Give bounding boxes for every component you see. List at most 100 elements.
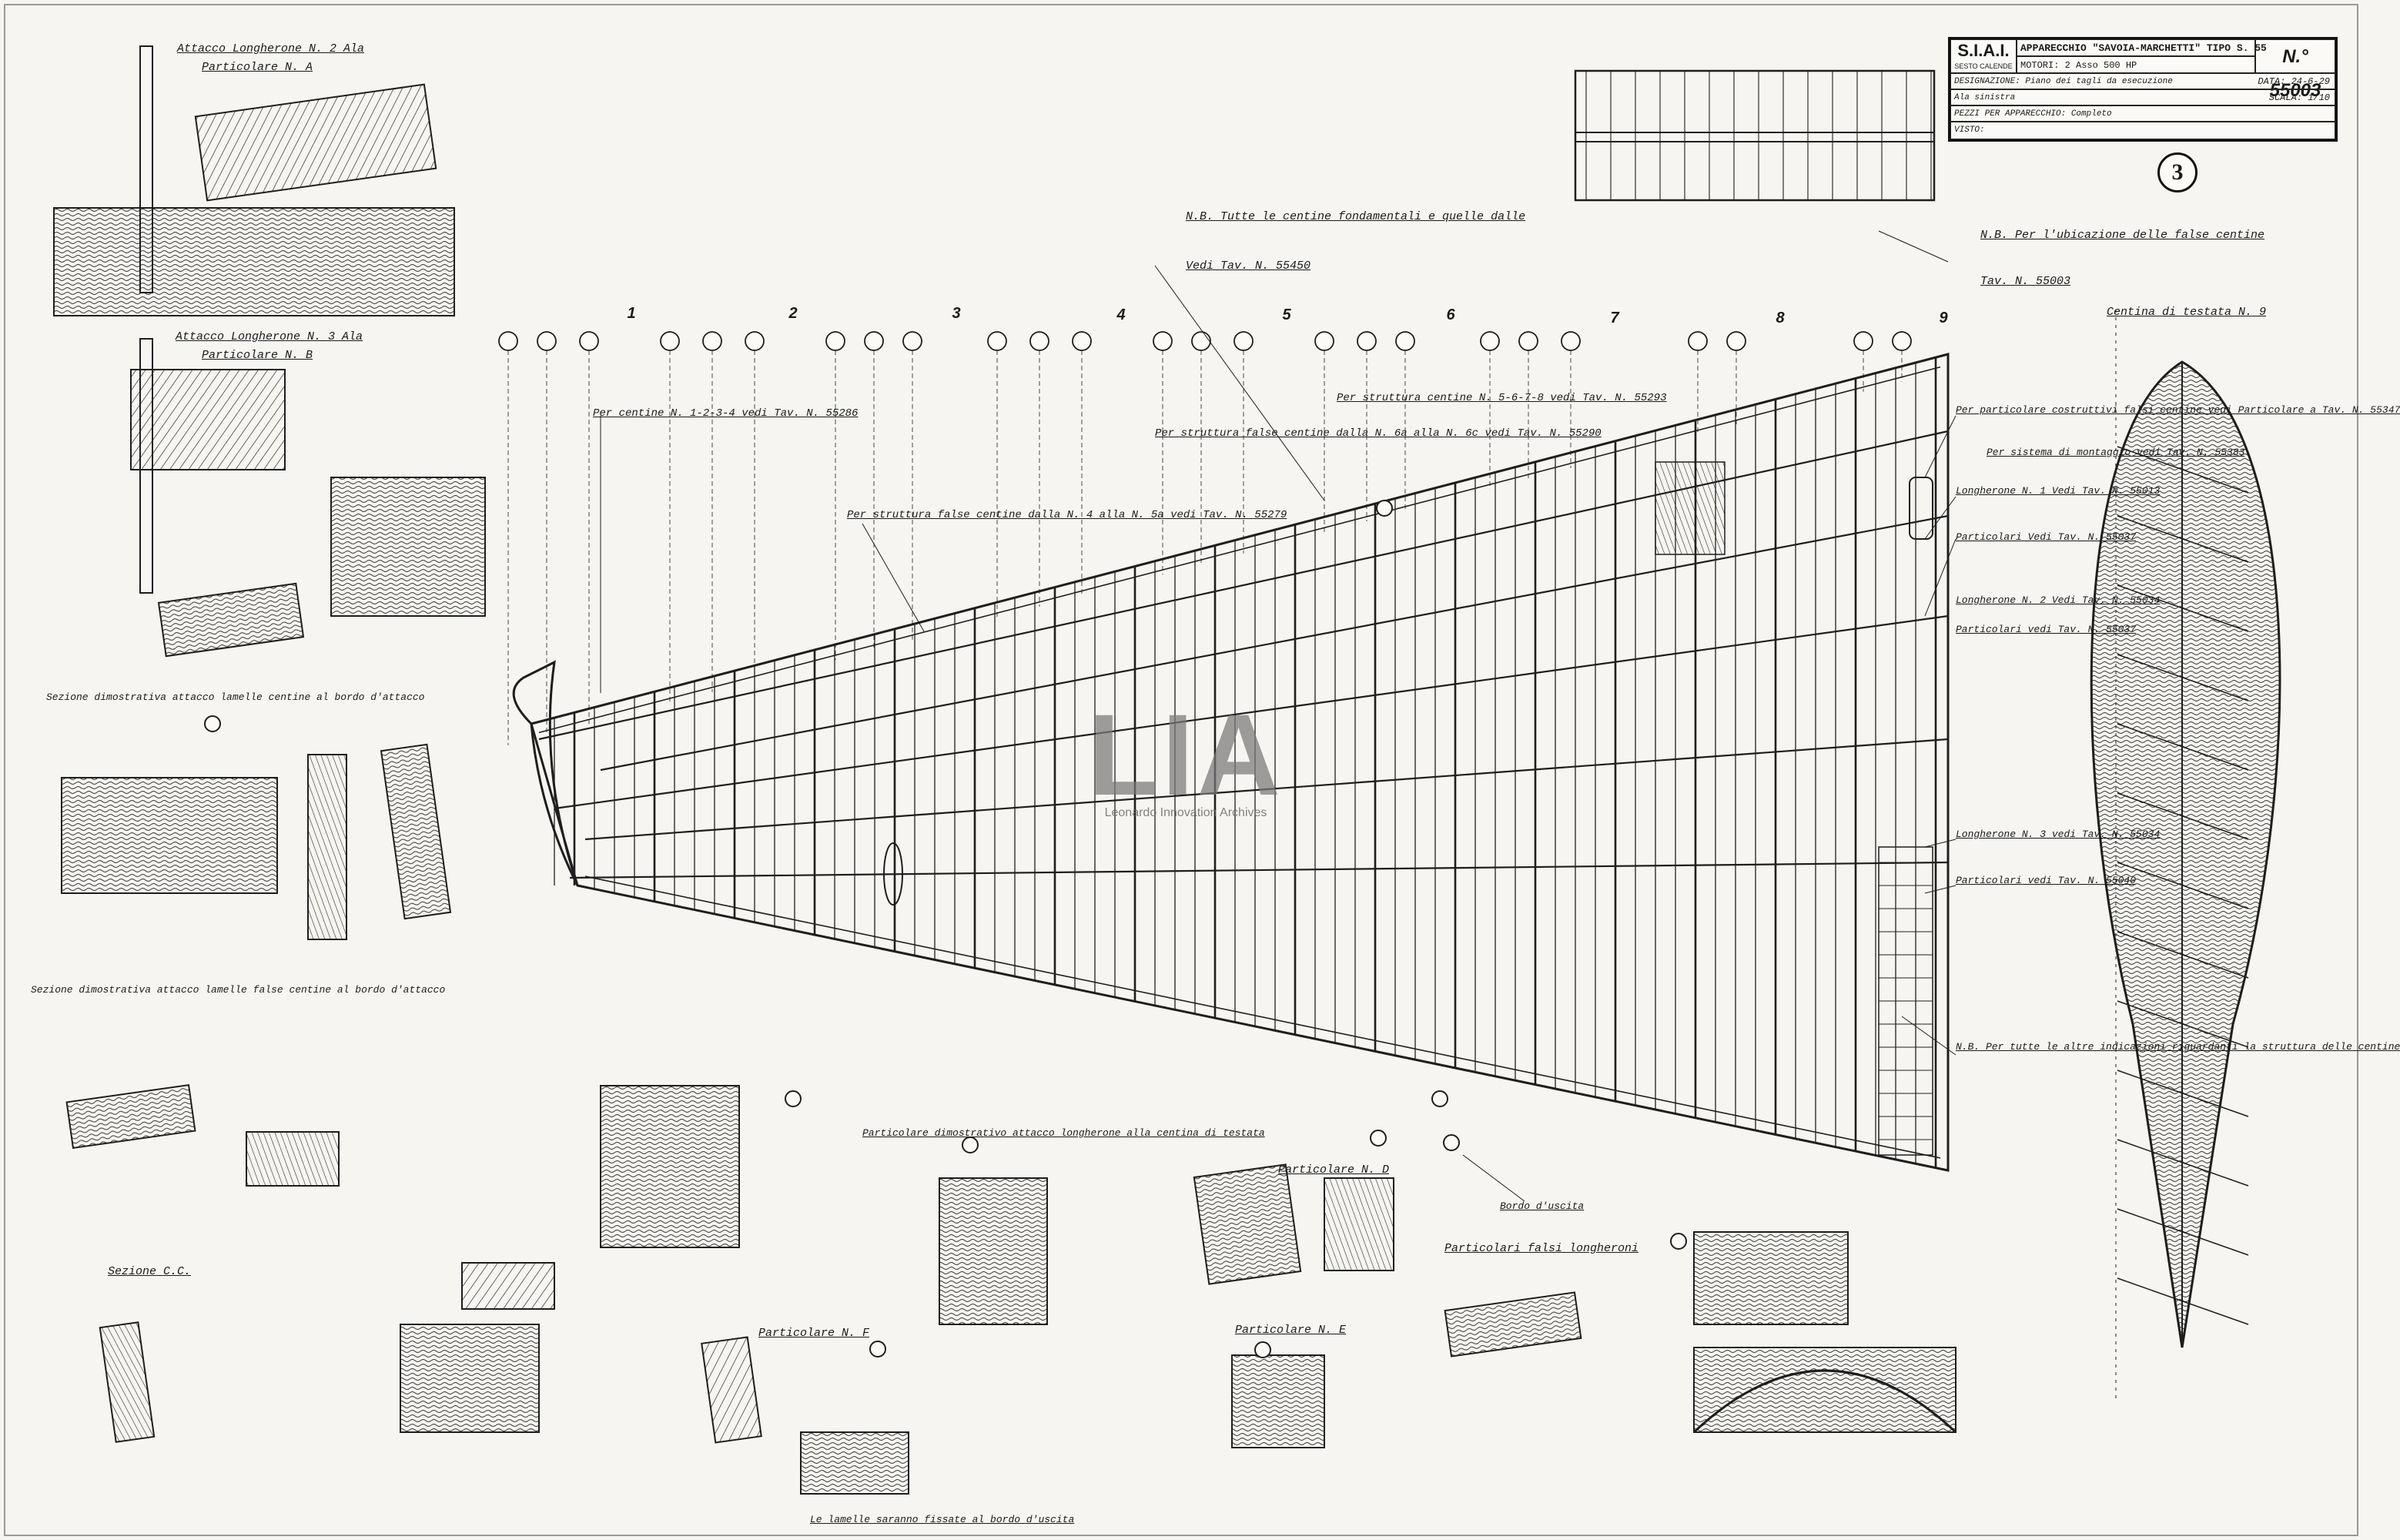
station-bubble xyxy=(702,331,722,351)
station-bubble xyxy=(1726,331,1746,351)
note-centine-3: Per struttura false centine dalla N. 6a … xyxy=(1155,427,1602,440)
leader-line xyxy=(1901,1016,1956,1056)
detail-block xyxy=(461,1262,555,1310)
aircraft-type: APPARECCHIO "SAVOIA-MARCHETTI" TIPO S. 5… xyxy=(2017,39,2267,56)
reference-callout xyxy=(1254,1341,1271,1358)
detail-block xyxy=(800,1431,909,1495)
leading-edge-strip xyxy=(538,366,1941,734)
wing-root-nose xyxy=(512,660,579,886)
station-bubble xyxy=(1518,331,1538,351)
station-bubble xyxy=(1191,331,1211,351)
spar-line xyxy=(554,614,1949,810)
profile-web xyxy=(2117,1000,2249,1048)
spar-post xyxy=(139,45,153,293)
detail-block xyxy=(701,1336,762,1444)
station-bubble xyxy=(1233,331,1254,351)
detail-block xyxy=(1231,1354,1325,1448)
note-right-4: Longherone N. 2 Vedi Tav. N. 55034 xyxy=(1956,594,2161,606)
detail-block xyxy=(194,83,437,202)
company-cell: S.I.A.I. SESTO CALENDE xyxy=(1950,39,2017,73)
note-right-3: Particolari Vedi Tav. N. 55037 xyxy=(1956,531,2137,543)
profile-web xyxy=(2117,792,2249,840)
station-bubble xyxy=(1892,331,1912,351)
sheet-number-badge: 3 xyxy=(2157,152,2197,192)
note-right-5: Particolari vedi Tav. N. 55037 xyxy=(1956,624,2137,635)
drawing-number: N.° 55003 xyxy=(2255,39,2335,101)
wing-outline xyxy=(530,353,1950,1172)
reference-callout xyxy=(785,1090,802,1107)
drawing-scale: SCALA: 1/10 xyxy=(2268,92,2330,103)
note-particolare-f: Particolare N. F xyxy=(758,1327,870,1340)
detail-block xyxy=(1444,1291,1582,1358)
designation-row: DESIGNAZIONE: Piano dei tagli da esecuzi… xyxy=(1950,73,2335,89)
leader-line xyxy=(1462,1154,1525,1202)
station-label-6: 6 xyxy=(1446,306,1455,323)
note-top-center-ref: Vedi Tav. N. 55450 xyxy=(1186,259,1311,273)
detail-block xyxy=(53,207,455,316)
tip-hatch xyxy=(1909,477,1933,540)
station-label-9: 9 xyxy=(1939,310,1948,326)
profile-web xyxy=(2117,931,2249,979)
pieces-row: PEZZI PER APPARECCHIO: Completo xyxy=(1950,105,2335,122)
detail-block xyxy=(939,1177,1048,1325)
detail-block xyxy=(1324,1177,1394,1271)
note-particolare-dim: Particolare dimostrativo attacco longher… xyxy=(862,1127,1265,1139)
spar-post xyxy=(139,338,153,594)
station-bubble xyxy=(987,331,1007,351)
leader-line xyxy=(862,523,925,632)
profile-web xyxy=(2117,1277,2249,1325)
reference-callout xyxy=(1370,1130,1387,1147)
note-centina-testata: Centina di testata N. 9 xyxy=(2107,306,2267,319)
detail-block xyxy=(1693,1231,1849,1325)
station-bubble xyxy=(1357,331,1377,351)
station-label-3: 3 xyxy=(952,305,961,322)
station-bubble xyxy=(498,331,518,351)
profile-web xyxy=(2117,1139,2249,1187)
detail-sketches xyxy=(53,45,1957,1495)
leader-line xyxy=(1924,415,1956,478)
designation-text: DESIGNAZIONE: Piano dei tagli da esecuzi… xyxy=(1954,77,2173,86)
trailing-edge-strip xyxy=(584,875,1941,1159)
hatched-panel xyxy=(1655,461,1726,555)
reference-callout xyxy=(1670,1233,1687,1250)
profile-web xyxy=(2117,654,2249,701)
note-right-8: N.B. Per tutte le altre indicazioni rigu… xyxy=(1956,1041,2400,1053)
leader-line xyxy=(1924,496,1956,540)
note-right-1: Per sistema di montaggio vedi Tav. N. 55… xyxy=(1987,447,2245,458)
profile-web xyxy=(2117,446,2249,494)
spar-line xyxy=(569,861,1949,879)
approval-row: VISTO: xyxy=(1950,122,2335,139)
profile-web xyxy=(2117,1070,2249,1117)
reference-callout xyxy=(1431,1090,1448,1107)
company-name: S.I.A.I. xyxy=(1957,41,2010,60)
station-bubble xyxy=(825,331,845,351)
detail-block xyxy=(130,369,286,470)
mini-outline xyxy=(1574,69,1936,202)
detail-block xyxy=(380,743,452,920)
leader-line xyxy=(1924,885,1956,894)
station-bubble xyxy=(1395,331,1415,351)
reference-callout xyxy=(1443,1134,1460,1151)
note-bordo-uscita: Bordo d'uscita xyxy=(1500,1200,1585,1212)
detail-block xyxy=(65,1084,196,1149)
note-top-right: N.B. Per l'ubicazione delle false centin… xyxy=(1980,229,2265,242)
detail-block xyxy=(61,777,278,894)
station-bubble xyxy=(1480,331,1500,351)
profile-web xyxy=(2117,1208,2249,1256)
watermark-logo: LIA xyxy=(1088,690,1284,819)
reference-callout xyxy=(962,1137,979,1153)
leader-line xyxy=(1924,839,1956,848)
station-bubble xyxy=(1153,331,1173,351)
watermark: LIA Leonardo Innovation Archives xyxy=(1078,697,1294,820)
note-sezione-2: Sezione dimostrativa attacco lamelle fal… xyxy=(31,984,446,996)
note-particolari-longheroni: Particolari falsi longheroni xyxy=(1444,1242,1639,1255)
profile-web xyxy=(2117,862,2249,909)
station-bubble xyxy=(1029,331,1049,351)
detail-block xyxy=(157,582,305,658)
rib-profile-section xyxy=(2090,310,2281,1401)
note-right-7: Particolari vedi Tav. N. 55040 xyxy=(1956,875,2137,886)
profile-web xyxy=(2117,515,2249,563)
wing-side-row: Ala sinistra SCALA: 1/10 xyxy=(1950,89,2335,105)
reference-callout xyxy=(869,1341,886,1358)
